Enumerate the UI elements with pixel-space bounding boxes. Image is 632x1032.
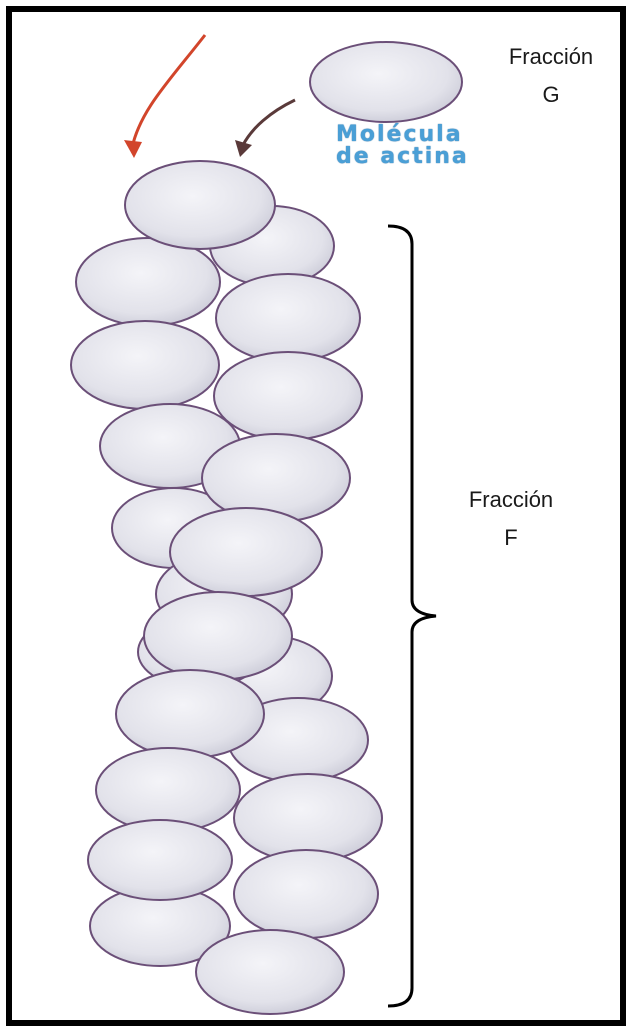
- actin-globule: [170, 508, 322, 596]
- left-arrow-head: [124, 140, 142, 158]
- fraction-f-label: Fracción F: [456, 481, 566, 557]
- actin-globule: [76, 238, 220, 326]
- fraction-f-line1: Fracción: [456, 481, 566, 519]
- free-actin-molecule: [310, 42, 462, 122]
- actin-globule: [71, 321, 219, 409]
- actin-globule: [214, 352, 362, 440]
- fraction-g-line2: G: [496, 76, 606, 114]
- left-arrow: [132, 35, 205, 148]
- fraction-f-bracket: [388, 226, 436, 1006]
- actin-globule: [216, 274, 360, 362]
- actin-filament: [71, 161, 382, 1014]
- actin-globule: [196, 930, 344, 1014]
- molecule-label: Molécula de actina: [336, 124, 469, 168]
- molecule-line2: de actina: [336, 146, 469, 168]
- fraction-f-line2: F: [456, 519, 566, 557]
- right-arrow-head: [235, 140, 252, 157]
- actin-globule-top: [125, 161, 275, 249]
- actin-globule: [234, 850, 378, 938]
- actin-globule: [116, 670, 264, 758]
- fraction-g-label: Fracción G: [496, 38, 606, 114]
- actin-globule: [88, 820, 232, 900]
- right-arrow: [243, 100, 295, 145]
- fraction-g-line1: Fracción: [496, 38, 606, 76]
- actin-globule: [234, 774, 382, 862]
- actin-globule: [144, 592, 292, 680]
- molecule-line1: Molécula: [336, 124, 469, 146]
